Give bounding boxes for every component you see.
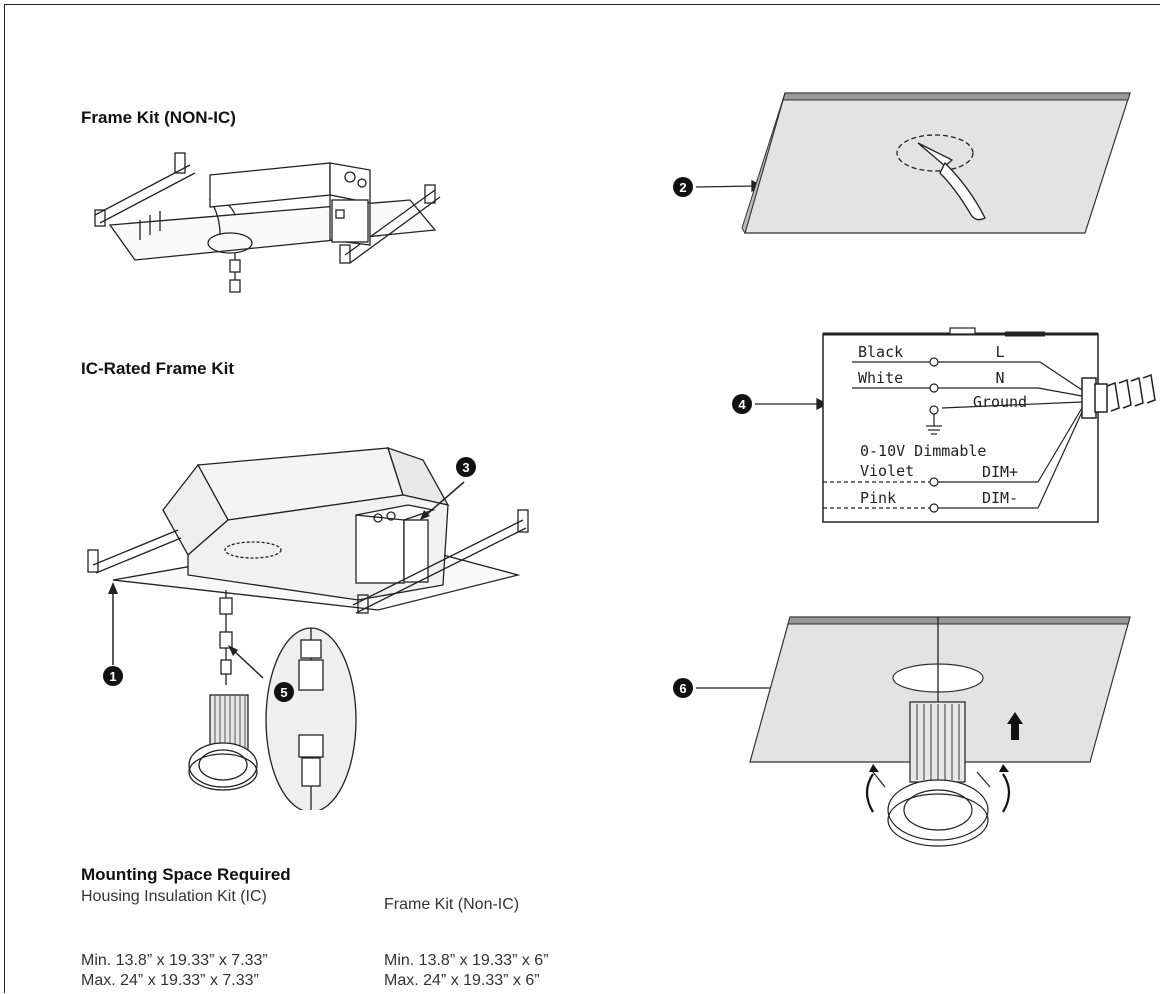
- page-border: [4, 4, 1160, 993]
- callout-1-marker: [103, 666, 123, 686]
- cut-outline: [896, 134, 974, 172]
- callout-4-number: 4: [738, 397, 746, 412]
- knife-icon: [917, 142, 986, 221]
- wiring-diagram: Black L White N Ground 0-10V Dimmable Vi…: [822, 327, 1156, 523]
- frame-kit-non-ic-drawing: [94, 152, 441, 293]
- callout-2-marker: [673, 177, 693, 197]
- housing-max-dimensions: Max. 24” x 19.33” x 7.33”: [81, 972, 259, 989]
- wire-color-pink: Pink: [860, 489, 896, 507]
- wire-terminal-dim-plus: DIM+: [982, 463, 1018, 481]
- housing-insulation-kit-title: Housing Insulation Kit (IC): [81, 888, 267, 905]
- wire-color-white: White: [858, 369, 903, 387]
- wire-terminal-dim-minus: DIM-: [982, 489, 1018, 507]
- push-up-arrow-icon: [1007, 712, 1023, 740]
- ic-rated-frame-kit-title: IC-Rated Frame Kit: [81, 359, 235, 378]
- frame-kit-min-dimensions: Min. 13.8” x 19.33” x 6”: [384, 952, 549, 969]
- wire-terminal-l: L: [995, 343, 1004, 361]
- ic-rated-frame-kit-drawing: [87, 446, 529, 810]
- callout-4-marker: [732, 394, 752, 414]
- ceiling-cut-drawing: [741, 92, 1131, 235]
- callout-5-marker: [274, 682, 294, 702]
- frame-kit-non-ic-title: Frame Kit (NON-IC): [81, 108, 236, 127]
- frame-kit-max-dimensions: Max. 24” x 19.33” x 6”: [384, 972, 540, 989]
- mounting-space-heading: Mounting Space Required: [81, 865, 291, 884]
- ceiling-install-drawing: [749, 616, 1131, 847]
- rotate-arrows-icon: [865, 764, 1011, 813]
- callout-3-number: 3: [462, 460, 469, 475]
- callout-5-number: 5: [280, 685, 287, 700]
- callout-3-marker: [456, 457, 476, 477]
- wire-color-black: Black: [858, 343, 903, 361]
- dimmable-label: 0-10V Dimmable: [860, 442, 986, 460]
- callout-1-number: 1: [109, 669, 116, 684]
- wire-terminal-n: N: [995, 369, 1004, 387]
- callout-6-number: 6: [679, 681, 686, 696]
- housing-min-dimensions: Min. 13.8” x 19.33” x 7.33”: [81, 952, 268, 969]
- callout-6-marker: [673, 678, 693, 698]
- wire-color-violet: Violet: [860, 462, 914, 480]
- callout-2-number: 2: [679, 180, 686, 195]
- frame-kit-non-ic-spec-title: Frame Kit (Non-IC): [384, 896, 520, 913]
- wire-terminal-ground: Ground: [973, 393, 1027, 411]
